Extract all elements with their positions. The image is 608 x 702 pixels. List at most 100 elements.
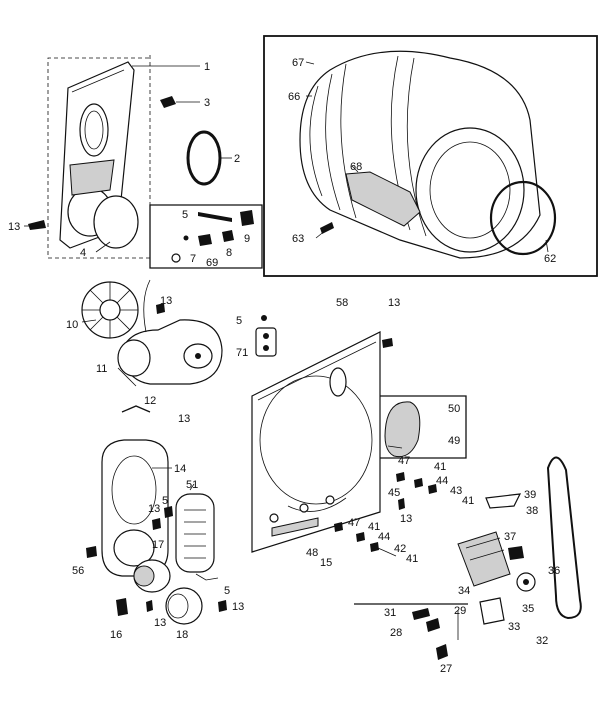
label-41-a: 41 xyxy=(434,461,446,473)
screw-13-fan xyxy=(156,303,165,314)
label-38: 38 xyxy=(526,505,538,517)
label-13-a: 13 xyxy=(8,221,20,233)
motor-belt-group xyxy=(354,456,582,660)
element-cover-50 xyxy=(384,401,421,458)
motor-bracket-39 xyxy=(485,493,522,509)
label-67: 67 xyxy=(292,57,304,69)
label-41-b: 41 xyxy=(462,495,474,507)
label-13-d: 13 xyxy=(178,413,190,425)
label-27: 27 xyxy=(440,663,452,675)
wire-clip-12 xyxy=(121,405,151,413)
label-11: 11 xyxy=(96,363,107,375)
label-68: 68 xyxy=(350,161,362,173)
hardware-box-group xyxy=(149,204,263,269)
label-13-h: 13 xyxy=(400,513,412,525)
thermostat-18 xyxy=(165,587,203,625)
front-seal-ring xyxy=(93,195,139,249)
leader-lines xyxy=(24,61,549,491)
label-56: 56 xyxy=(72,565,84,577)
screw-13-top xyxy=(382,338,393,348)
terminal-44 xyxy=(414,478,423,488)
label-47-a: 47 xyxy=(398,455,410,467)
rear-panel-group xyxy=(251,331,393,553)
label-10: 10 xyxy=(66,319,78,331)
label-29: 29 xyxy=(454,605,466,617)
label-66: 66 xyxy=(288,91,300,103)
thermostat-17 xyxy=(133,559,171,593)
label-44-b: 44 xyxy=(378,531,390,543)
label-9: 9 xyxy=(244,233,250,245)
terminal-43 xyxy=(428,484,437,494)
label-63: 63 xyxy=(292,233,304,245)
label-49: 49 xyxy=(448,435,460,447)
label-31: 31 xyxy=(384,607,396,619)
drum-box-group xyxy=(263,35,598,277)
hardware-28 xyxy=(426,618,440,632)
label-47-b: 47 xyxy=(348,517,360,529)
clip-69 xyxy=(198,234,212,246)
label-42: 42 xyxy=(394,543,406,555)
label-5-a: 5 xyxy=(182,209,188,221)
blower-group xyxy=(81,279,277,385)
hardware-29 xyxy=(412,608,430,620)
drum-baffle-68 xyxy=(345,171,421,227)
label-2: 2 xyxy=(234,153,240,165)
label-44-a: 44 xyxy=(436,475,448,487)
terminal-42 xyxy=(370,542,379,552)
label-13-c: 13 xyxy=(160,295,172,307)
label-45: 45 xyxy=(388,487,400,499)
label-12: 12 xyxy=(144,395,156,407)
label-71: 71 xyxy=(236,347,248,359)
screw-13-duct xyxy=(152,518,161,530)
label-48: 48 xyxy=(306,547,318,559)
bracket-71 xyxy=(255,327,277,357)
label-14: 14 xyxy=(174,463,186,475)
label-18: 18 xyxy=(176,629,188,641)
label-3: 3 xyxy=(204,97,210,109)
screw-56 xyxy=(86,546,97,558)
label-62: 62 xyxy=(544,253,556,265)
screw-13-g xyxy=(146,600,153,612)
terminal-45 xyxy=(396,472,405,482)
terminal-47b xyxy=(334,522,343,532)
label-15: 15 xyxy=(320,557,332,569)
switch-37 xyxy=(508,546,524,560)
screw-13-left xyxy=(28,220,46,230)
label-50: 50 xyxy=(448,403,460,415)
screw-63 xyxy=(320,222,334,234)
clip-16 xyxy=(116,598,128,616)
label-36: 36 xyxy=(548,565,560,577)
label-4: 4 xyxy=(80,247,86,259)
clip-9 xyxy=(240,210,254,226)
screw-5-filter xyxy=(164,506,173,518)
washer-7 xyxy=(171,253,181,263)
label-37: 37 xyxy=(504,531,516,543)
front-bulkhead-group xyxy=(28,55,232,259)
label-69: 69 xyxy=(206,257,218,269)
label-39: 39 xyxy=(524,489,536,501)
label-17: 17 xyxy=(152,539,164,551)
label-35: 35 xyxy=(522,603,534,615)
label-41-c: 41 xyxy=(368,521,380,533)
screw-13-f xyxy=(218,600,227,612)
label-8: 8 xyxy=(226,247,232,259)
label-5-d: 5 xyxy=(224,585,230,597)
label-58: 58 xyxy=(336,297,348,309)
terminal-44b xyxy=(356,532,365,542)
label-5-c: 5 xyxy=(162,495,168,507)
clip-part-3 xyxy=(160,96,176,108)
label-7: 7 xyxy=(190,253,196,265)
blower-housing-11 xyxy=(117,319,223,385)
label-41-d: 41 xyxy=(406,553,418,565)
label-51: 51 xyxy=(186,479,198,491)
label-32: 32 xyxy=(536,635,548,647)
drum-rear-seal-62 xyxy=(489,180,557,256)
idler-pulley-35 xyxy=(516,572,536,592)
label-33: 33 xyxy=(508,621,520,633)
label-1: 1 xyxy=(204,61,210,73)
panel-bracket xyxy=(271,517,319,537)
bracket-33 xyxy=(479,597,505,625)
label-13-b: 13 xyxy=(388,297,400,309)
label-5-b: 5 xyxy=(236,315,242,327)
